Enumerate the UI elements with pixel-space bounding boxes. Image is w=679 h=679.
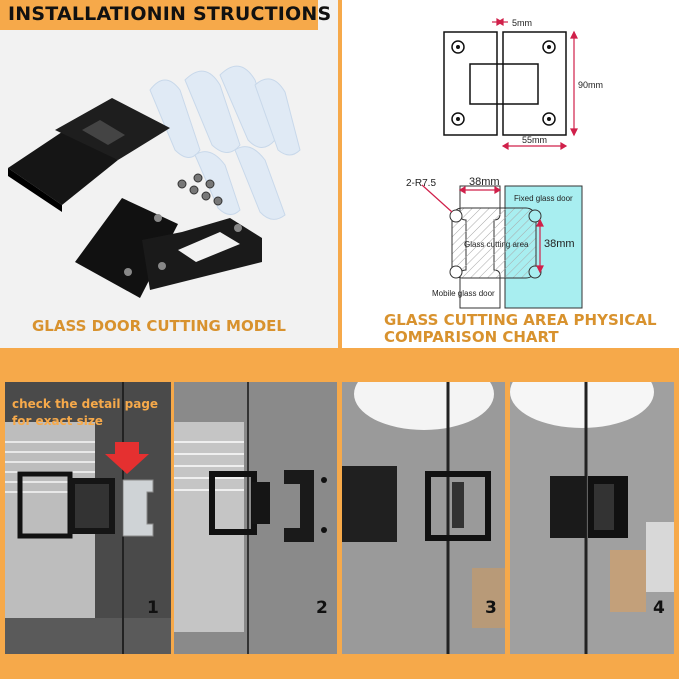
page-title: INSTALLATIONIN STRUCTIONS bbox=[8, 3, 332, 25]
step-number-3: 3 bbox=[485, 598, 497, 618]
detail-note: check the detail page for exact size bbox=[12, 396, 158, 430]
cut-width: 38mm bbox=[469, 176, 500, 188]
cutting-model-caption: GLASS DOOR CUTTING MODEL bbox=[32, 317, 286, 335]
down-arrow-icon bbox=[105, 442, 149, 474]
cut-area-label: Glass cutting area bbox=[464, 240, 529, 249]
screw-icon bbox=[177, 173, 223, 206]
cutting-model-panel: INSTALLATIONIN STRUCTIONS GLASS DOOR CUT… bbox=[0, 0, 338, 348]
step-photo-1 bbox=[5, 382, 171, 654]
comparison-caption-line1: GLASS CUTTING AREA PHYSICAL bbox=[384, 311, 657, 329]
comparison-caption-line2: COMPARISON CHART bbox=[384, 328, 559, 346]
dim-gap: 5mm bbox=[512, 18, 532, 28]
dim-height: 90mm bbox=[578, 80, 604, 90]
cut-height: 38mm bbox=[544, 238, 575, 250]
step-number-4: 4 bbox=[653, 598, 665, 618]
title-banner: INSTALLATIONIN STRUCTIONS bbox=[0, 0, 331, 30]
dim-width: 55mm bbox=[522, 135, 548, 145]
step-photo-4 bbox=[510, 382, 674, 654]
comparison-chart-panel: 5mm 90mm 55mm 2-R7.5 38mm 38mm Fixed gl bbox=[342, 0, 679, 348]
radius-label: 2-R7.5 bbox=[406, 178, 437, 189]
step-number-2: 2 bbox=[316, 598, 328, 618]
fixed-glass-label: Fixed glass door bbox=[514, 194, 573, 203]
note-line2: for exact size bbox=[12, 414, 103, 428]
step-number-1: 1 bbox=[147, 598, 159, 618]
step-photo-2 bbox=[174, 382, 337, 654]
mobile-glass-label: Mobile glass door bbox=[432, 289, 495, 298]
hinge-parts-photo bbox=[8, 65, 301, 298]
cutting-diagram bbox=[421, 184, 583, 309]
step-photo-3 bbox=[342, 382, 505, 654]
note-line1: check the detail page bbox=[12, 397, 159, 411]
hinge-diagram bbox=[443, 17, 578, 151]
